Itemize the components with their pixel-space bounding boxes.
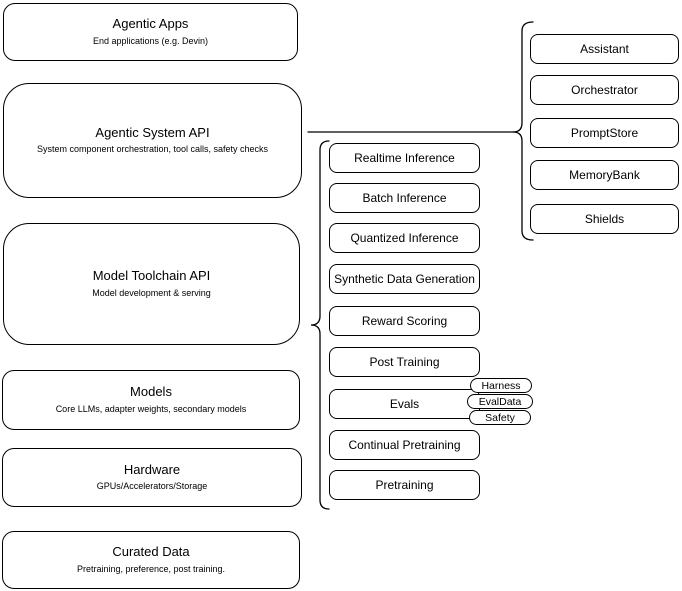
eval-tag-evaldata: EvalData [467, 394, 533, 409]
layer-title: Model Toolchain API [92, 268, 211, 284]
component-label: MemoryBank [569, 168, 640, 182]
component-label: Orchestrator [571, 83, 638, 97]
layer-subtitle: End applications (e.g. Devin) [92, 35, 209, 46]
layer-title: Agentic Apps [112, 16, 189, 32]
layer-subtitle: GPUs/Accelerators/Storage [96, 481, 208, 492]
layer-title: Hardware [123, 461, 181, 477]
eval-tag-label: EvalData [478, 395, 522, 408]
component-assistant: Assistant [530, 34, 679, 64]
service-synthetic-data-generation: Synthetic Data Generation [329, 264, 480, 294]
layer-subtitle: Core LLMs, adapter weights, secondary mo… [55, 403, 247, 414]
layer-title: Models [130, 384, 172, 400]
component-orchestrator: Orchestrator [530, 75, 679, 105]
service-label: Batch Inference [362, 191, 447, 205]
component-memorybank: MemoryBank [530, 160, 679, 190]
component-label: Shields [584, 212, 625, 226]
layer-hardware: Hardware GPUs/Accelerators/Storage [2, 448, 302, 507]
service-continual-pretraining: Continual Pretraining [329, 430, 480, 460]
service-label: Pretraining [375, 478, 434, 492]
service-label: Realtime Inference [354, 151, 455, 165]
layer-model-toolchain-api: Model Toolchain API Model development & … [3, 223, 300, 345]
service-label: Post Training [369, 355, 440, 369]
toolchain-services-brace [310, 140, 330, 510]
layer-title: Curated Data [112, 544, 190, 560]
component-label: PromptStore [570, 126, 639, 140]
service-label: Synthetic Data Generation [334, 272, 475, 286]
service-evals: Evals [329, 389, 480, 419]
eval-tag-label: Harness [481, 379, 521, 392]
system-components-brace [512, 21, 534, 241]
eval-tag-harness: Harness [470, 378, 532, 393]
service-pretraining: Pretraining [329, 470, 480, 500]
layer-curated-data: Curated Data Pretraining, preference, po… [2, 531, 300, 589]
layer-subtitle: Pretraining, preference, post training. [76, 563, 226, 574]
service-label: Evals [389, 397, 420, 411]
component-shields: Shields [530, 204, 679, 234]
service-label: Quantized Inference [350, 231, 459, 245]
service-post-training: Post Training [329, 347, 480, 377]
layer-models: Models Core LLMs, adapter weights, secon… [2, 370, 300, 430]
layer-subtitle: System component orchestration, tool cal… [36, 144, 269, 155]
layer-agentic-system-api: Agentic System API System component orch… [3, 83, 302, 198]
eval-tag-label: Safety [485, 411, 515, 424]
component-promptstore: PromptStore [530, 118, 679, 148]
layer-subtitle: Model development & serving [92, 287, 211, 298]
service-label: Reward Scoring [361, 314, 448, 328]
layer-title: Agentic System API [95, 124, 210, 140]
layer-agentic-apps: Agentic Apps End applications (e.g. Devi… [3, 3, 298, 61]
service-realtime-inference: Realtime Inference [329, 143, 480, 173]
service-quantized-inference: Quantized Inference [329, 223, 480, 253]
eval-tag-safety: Safety [469, 410, 531, 425]
service-reward-scoring: Reward Scoring [329, 306, 480, 336]
component-label: Assistant [580, 42, 629, 56]
service-label: Continual Pretraining [348, 438, 461, 452]
service-batch-inference: Batch Inference [329, 183, 480, 213]
